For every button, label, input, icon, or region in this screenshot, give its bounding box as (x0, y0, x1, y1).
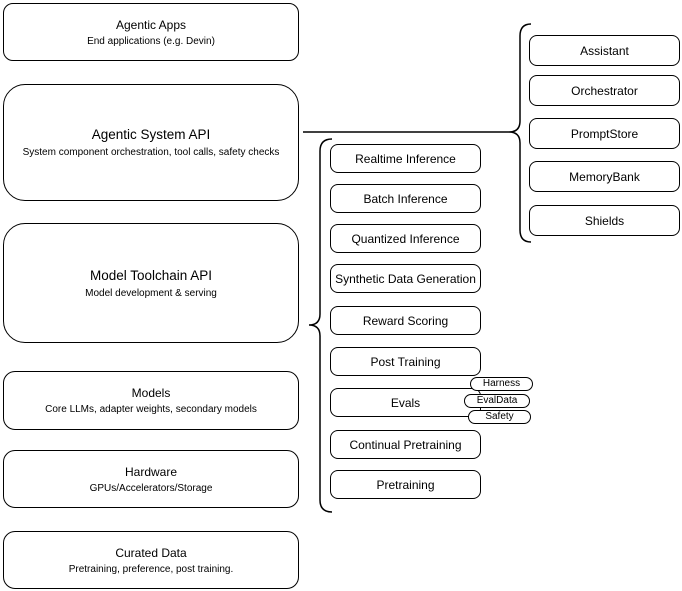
pill-label: Harness (482, 378, 521, 389)
node-label: Reward Scoring (362, 313, 449, 328)
node-evals-safety: Safety (468, 410, 531, 424)
node-label: Orchestrator (571, 83, 638, 98)
node-label: Evals (390, 395, 421, 410)
node-title: Agentic Apps (115, 17, 187, 32)
node-batch-inference: Batch Inference (330, 184, 481, 213)
node-evals-harness: Harness (470, 377, 533, 391)
node-assistant: Assistant (529, 35, 680, 66)
node-title: Curated Data (115, 545, 187, 560)
node-label: Assistant (580, 43, 629, 58)
node-models: Models Core LLMs, adapter weights, secon… (3, 371, 299, 430)
node-title: Hardware (124, 464, 178, 479)
node-synthetic-data-generation: Synthetic Data Generation (330, 264, 481, 293)
node-curated-data: Curated Data Pretraining, preference, po… (3, 531, 299, 589)
node-subtitle: Model development & serving (85, 287, 217, 299)
node-subtitle: System component orchestration, tool cal… (22, 147, 280, 158)
node-promptstore: PromptStore (529, 118, 680, 149)
node-model-toolchain-api: Model Toolchain API Model development & … (3, 223, 299, 343)
node-label: Shields (584, 213, 625, 228)
node-label: Quantized Inference (351, 231, 460, 246)
pill-label: Safety (485, 411, 514, 422)
node-evals-evaldata: EvalData (464, 394, 530, 408)
node-label: Realtime Inference (355, 151, 456, 166)
toolchain-group-brace (308, 138, 333, 513)
node-label: Synthetic Data Generation (335, 271, 476, 286)
node-post-training: Post Training (330, 347, 481, 376)
node-label: Batch Inference (363, 191, 448, 206)
node-pretraining: Pretraining (330, 470, 481, 499)
node-subtitle: End applications (e.g. Devin) (87, 35, 215, 47)
node-agentic-system-api: Agentic System API System component orch… (3, 84, 299, 201)
node-subtitle: Pretraining, preference, post training. (68, 563, 234, 575)
node-title: Models (131, 386, 171, 400)
node-label: Continual Pretraining (349, 437, 462, 452)
node-title: Model Toolchain API (89, 267, 213, 283)
system-group-brace (508, 23, 532, 243)
node-evals: Evals (330, 388, 481, 417)
node-continual-pretraining: Continual Pretraining (330, 430, 481, 459)
node-subtitle: GPUs/Accelerators/Storage (89, 482, 213, 494)
node-memorybank: MemoryBank (529, 161, 680, 192)
node-title: Agentic System API (91, 127, 211, 142)
node-label: Pretraining (376, 477, 435, 492)
node-realtime-inference: Realtime Inference (330, 144, 481, 173)
node-label: PromptStore (570, 126, 639, 141)
pill-label: EvalData (476, 395, 518, 406)
node-label: MemoryBank (569, 169, 640, 184)
node-label: Post Training (370, 354, 441, 369)
node-hardware: Hardware GPUs/Accelerators/Storage (3, 450, 299, 508)
node-quantized-inference: Quantized Inference (330, 224, 481, 253)
node-subtitle: Core LLMs, adapter weights, secondary mo… (45, 404, 257, 415)
node-orchestrator: Orchestrator (529, 75, 680, 106)
node-reward-scoring: Reward Scoring (330, 306, 481, 335)
node-agentic-apps: Agentic Apps End applications (e.g. Devi… (3, 3, 299, 61)
node-shields: Shields (529, 205, 680, 236)
